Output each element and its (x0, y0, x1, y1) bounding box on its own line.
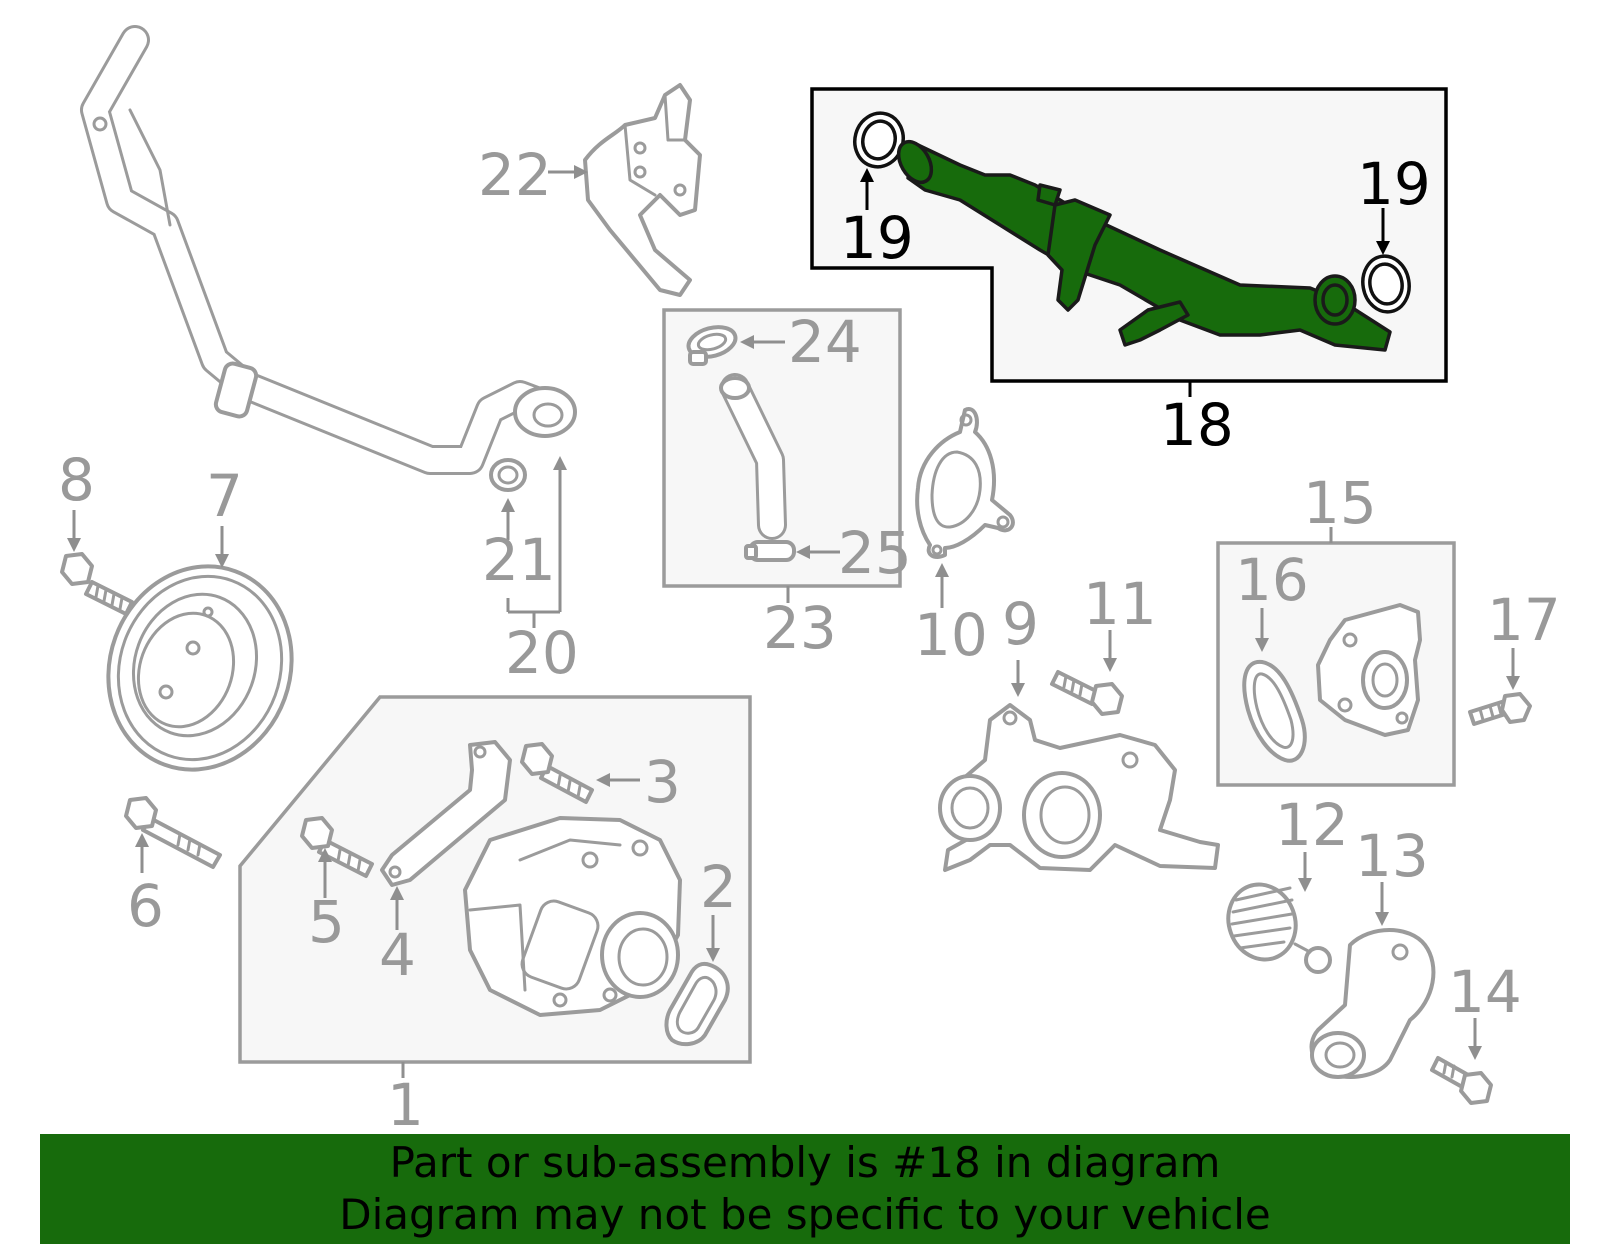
callout-1: 1 (387, 1071, 424, 1139)
callout-19-left: 19 (840, 204, 914, 272)
callout-11: 11 (1083, 570, 1157, 638)
callout-12: 12 (1275, 791, 1349, 859)
callout-19-right: 19 (1357, 150, 1431, 218)
part-3-bolt[interactable] (520, 742, 594, 804)
callout-16: 16 (1235, 546, 1309, 614)
callout-8: 8 (58, 446, 95, 514)
callout-17: 17 (1487, 586, 1561, 654)
part-5-bolt[interactable] (300, 816, 374, 878)
part-24-clamp[interactable] (685, 322, 739, 366)
part-10-gasket[interactable] (915, 407, 1015, 559)
callout-3: 3 (644, 748, 681, 816)
part-16-gasket[interactable] (1242, 659, 1307, 763)
callout-7: 7 (206, 462, 243, 530)
leaders-highlighted (860, 168, 1390, 397)
part-4-bracket[interactable] (380, 740, 512, 887)
callout-15: 15 (1303, 469, 1377, 537)
part-19-o-ring-left[interactable] (849, 108, 909, 173)
part-19-o-ring-right[interactable] (1358, 252, 1413, 315)
part-18-water-pipe[interactable] (892, 136, 1392, 352)
banner-line-1: Part or sub-assembly is #18 in diagram (389, 1138, 1221, 1187)
part-21-o-ring[interactable] (489, 458, 527, 492)
part-1-water-pump[interactable] (463, 816, 682, 1017)
callout-4: 4 (379, 921, 416, 989)
part-23-hose[interactable] (719, 373, 787, 540)
callout-24: 24 (788, 308, 862, 376)
part-17-bolt[interactable] (1468, 692, 1532, 726)
part-22-bracket[interactable] (583, 83, 702, 297)
callout-20: 20 (505, 619, 579, 687)
part-11-bolt[interactable] (1050, 670, 1124, 716)
part-6-bolt[interactable] (124, 796, 222, 869)
callout-25: 25 (838, 519, 912, 587)
callout-6: 6 (127, 872, 164, 940)
callout-13: 13 (1355, 822, 1429, 890)
leaders (67, 165, 1520, 1078)
part-15-thermostat-housing[interactable] (1316, 603, 1422, 737)
part-13-cover[interactable] (1309, 928, 1436, 1079)
banner-line-2: Diagram may not be specific to your vehi… (339, 1190, 1271, 1239)
part-25-clamp[interactable] (744, 540, 796, 562)
callout-18: 18 (1160, 391, 1234, 459)
callout-9: 9 (1002, 590, 1039, 658)
callout-labels: 22 24 25 23 21 20 8 7 6 5 4 3 2 1 10 9 1… (58, 141, 1561, 1139)
part-9-housing[interactable] (938, 703, 1220, 872)
callout-14: 14 (1448, 958, 1522, 1026)
callout-10: 10 (914, 601, 988, 669)
callout-23: 23 (763, 594, 837, 662)
callout-5: 5 (308, 888, 345, 956)
part-14-bolt[interactable] (1430, 1056, 1493, 1105)
part-20-coolant-pipe[interactable] (80, 25, 577, 475)
callout-2: 2 (700, 853, 737, 921)
callout-21: 21 (482, 526, 556, 594)
notice-banner: Part or sub-assembly is #18 in diagram D… (40, 1134, 1570, 1244)
part-2-gasket[interactable] (664, 961, 730, 1047)
callout-22: 22 (478, 141, 552, 209)
part-8-bolt[interactable] (60, 552, 134, 616)
part-12-thermostat[interactable] (1218, 875, 1332, 974)
part-7-pulley[interactable] (80, 540, 320, 795)
